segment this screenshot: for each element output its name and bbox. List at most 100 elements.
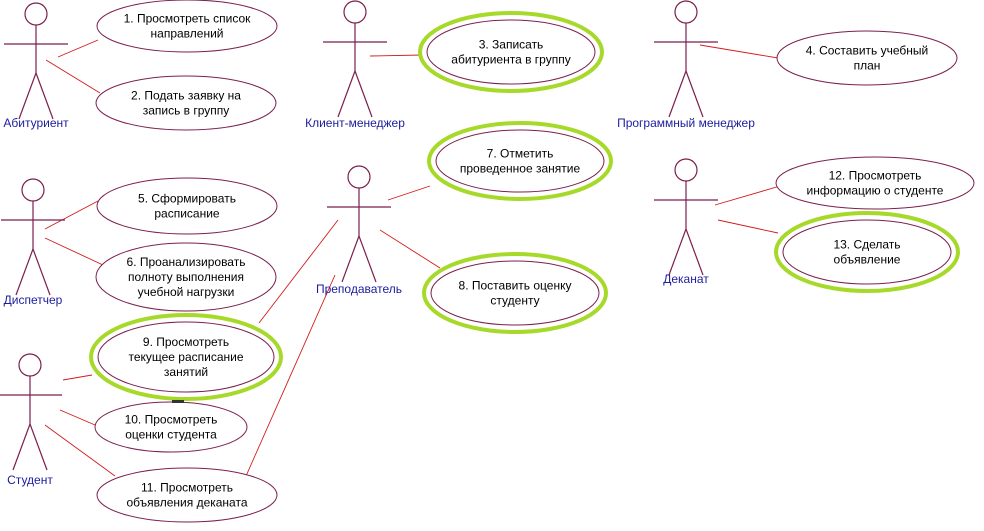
- use-case-text-line: текущее расписание: [128, 350, 243, 364]
- actor-label: Преподаватель: [316, 282, 402, 296]
- actor-dean-office[interactable]: Деканат: [654, 158, 718, 286]
- actor-label: Деканат: [663, 272, 709, 286]
- actor-right-leg: [358, 235, 377, 283]
- association-line-dean_office-uc13: [717, 219, 779, 234]
- actor-dispatcher[interactable]: Диспетчер: [1, 178, 65, 307]
- use-case-text-line: 2. Подать заявку на: [131, 89, 241, 103]
- actor-left-leg: [18, 72, 37, 120]
- actor-label: Студент: [7, 473, 53, 487]
- association-line-client_manager-uc3: [369, 54, 423, 57]
- association-line-teacher-uc7: [387, 185, 431, 201]
- association-line-student-uc9: [62, 374, 93, 381]
- highlight-ring: [774, 211, 960, 293]
- use-case-text-line: расписание: [154, 207, 220, 221]
- actor-left-leg: [668, 70, 687, 118]
- actor-head: [21, 178, 45, 202]
- use-case-text-line: запись в группу: [143, 104, 230, 118]
- actor-student[interactable]: Студент: [0, 353, 62, 487]
- use-case-text-line: план: [854, 59, 881, 73]
- association-line-program_manager-uc4: [699, 44, 779, 59]
- actor-right-leg: [685, 228, 704, 276]
- actor-client-manager[interactable]: Клиент-менеджер: [305, 0, 405, 130]
- association-line-abiturient-uc1: [57, 39, 99, 58]
- use-case-text-line: информацию о студенте: [807, 184, 944, 198]
- use-case-text-line: абитуриента в группу: [451, 53, 570, 67]
- association-line-teacher-uc11: [245, 274, 336, 477]
- actor-label: Клиент-менеджер: [305, 116, 405, 130]
- actor-teacher[interactable]: Преподаватель: [316, 165, 402, 296]
- actor-head: [24, 2, 48, 26]
- association-line-dispatcher-uc6: [44, 237, 104, 266]
- use-case-text-line: 10. Просмотреть: [125, 413, 218, 427]
- highlight-ring: [89, 313, 283, 401]
- use-case-ellipse: [95, 242, 277, 312]
- use-case-text-line: 12. Просмотреть: [829, 169, 922, 183]
- use-case-text-line: 6. Проанализировать: [127, 255, 246, 269]
- use-case-text-line: 4. Составить учебный: [806, 44, 929, 58]
- use-case-ellipse: [94, 401, 248, 453]
- associations-layer: [44, 39, 781, 477]
- actor-right-leg: [29, 423, 48, 471]
- use-case-text-line: учебной нагрузки: [138, 285, 235, 299]
- association-line-abiturient-uc2: [45, 59, 101, 94]
- actor-head: [674, 158, 698, 182]
- actor-label: Абитуриент: [3, 116, 69, 130]
- use-case-text-line: 9. Просмотреть: [143, 335, 229, 349]
- actor-left-leg: [341, 235, 360, 283]
- use-case-text-line: студенту: [490, 294, 539, 308]
- actor-head: [343, 0, 367, 24]
- use-case-text-line: 5. Сформировать: [138, 192, 236, 206]
- use-case-ellipse: [97, 321, 275, 393]
- use-case-ellipse: [782, 219, 952, 285]
- actors-layer: Абитуриент Клиент-менеджер Программный мен…: [0, 0, 755, 487]
- highlight-ring: [422, 252, 608, 334]
- association-line-student-uc11: [44, 424, 116, 477]
- use-case-ellipse: [435, 129, 605, 193]
- use-case-text-line: объявления деканата: [126, 496, 247, 510]
- use-case-text-line: оценки студента: [125, 428, 217, 442]
- actor-left-leg: [15, 248, 34, 296]
- use-case-text-line: проведенное занятие: [460, 162, 581, 176]
- actor-program-manager[interactable]: Программный менеджер: [617, 0, 755, 130]
- use-case-ellipse: [96, 0, 278, 53]
- use-case-ellipse: [96, 177, 278, 235]
- actor-abiturient[interactable]: Абитуриент: [3, 2, 69, 130]
- marker-dash: [172, 400, 184, 403]
- use-case-ellipse: [96, 467, 278, 523]
- use-case-ellipse: [776, 30, 958, 86]
- use-case-ellipse: [775, 156, 975, 210]
- use-case-text-line: 8. Поставить оценку: [459, 279, 572, 293]
- use-case-text-line: объявление: [834, 253, 901, 267]
- highlight-ring: [418, 11, 604, 93]
- highlight-ring: [427, 121, 613, 201]
- actor-left-leg: [337, 70, 356, 118]
- actor-left-leg: [12, 423, 31, 471]
- association-line-teacher-uc8: [379, 229, 441, 269]
- association-line-teacher-uc9: [258, 219, 339, 324]
- actor-left-leg: [668, 228, 687, 276]
- association-line-student-uc10: [59, 409, 96, 426]
- use-case-text-line: полноту выполнения: [128, 270, 244, 284]
- actor-label: Диспетчер: [4, 293, 63, 307]
- use-case-ellipse: [95, 75, 277, 131]
- use-case-text-line: 11. Просмотреть: [141, 481, 233, 495]
- actor-right-leg: [35, 72, 54, 120]
- actor-head: [18, 353, 42, 377]
- association-line-dean_office-uc12: [714, 185, 781, 206]
